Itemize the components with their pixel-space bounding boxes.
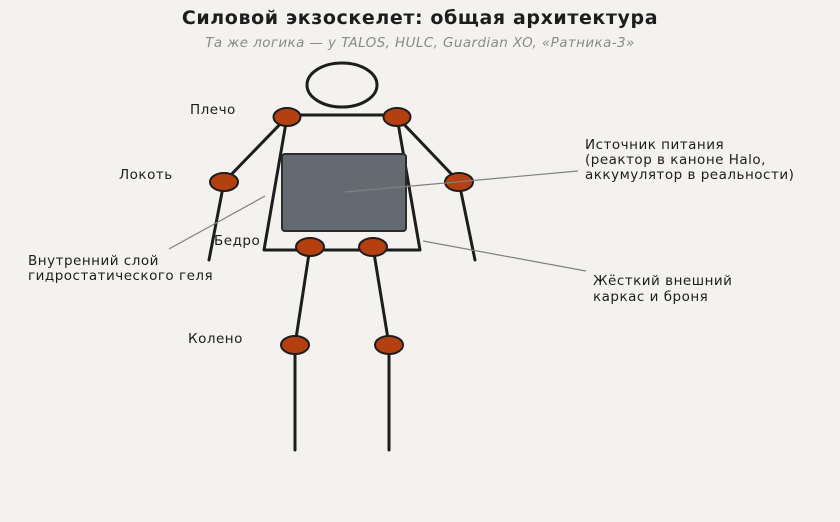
label-gel-layer: Внутренний слой гидростатического геля <box>28 254 213 284</box>
torso-frame <box>262 115 422 252</box>
gel-layer-line-2: гидростатического геля <box>28 268 214 284</box>
joint-right-shoulder <box>382 107 412 127</box>
frame-armor-line-1: Жёсткий внешний <box>593 273 733 289</box>
leader-power-source <box>344 170 579 193</box>
power-source-line-3: аккумулятор в реальности) <box>585 167 795 183</box>
head-outline <box>305 61 379 109</box>
label-knee: Колено <box>188 331 243 347</box>
joint-left-hip <box>295 237 325 257</box>
gel-layer-line-1: Внутренний слой <box>28 253 159 269</box>
leader-frame-armor <box>422 240 587 272</box>
label-hip: Бедро <box>214 233 261 249</box>
frame-armor-line-2: каркас и броня <box>593 289 709 305</box>
power-source-line-1: Источник питания <box>585 137 725 153</box>
joint-left-knee <box>280 335 310 355</box>
power-unit <box>281 153 407 232</box>
joint-right-hip <box>358 237 388 257</box>
power-source-line-2: (реактор в каноне Halo, <box>585 152 766 168</box>
label-shoulder: Плечо <box>190 102 236 118</box>
joint-left-shoulder <box>272 107 302 127</box>
diagram-title: Силовой экзоскелет: общая архитектура <box>181 7 659 29</box>
label-power-source: Источник питания (реактор в каноне Halo,… <box>585 138 794 183</box>
joint-right-knee <box>374 335 404 355</box>
label-frame-armor: Жёсткий внешний каркас и броня <box>593 273 732 305</box>
joint-left-elbow <box>209 172 239 192</box>
leader-gel-layer <box>168 195 266 250</box>
label-elbow: Локоть <box>119 167 173 183</box>
diagram-subtitle: Та же логика — у TALOS, HULC, Guardian X… <box>205 35 635 51</box>
